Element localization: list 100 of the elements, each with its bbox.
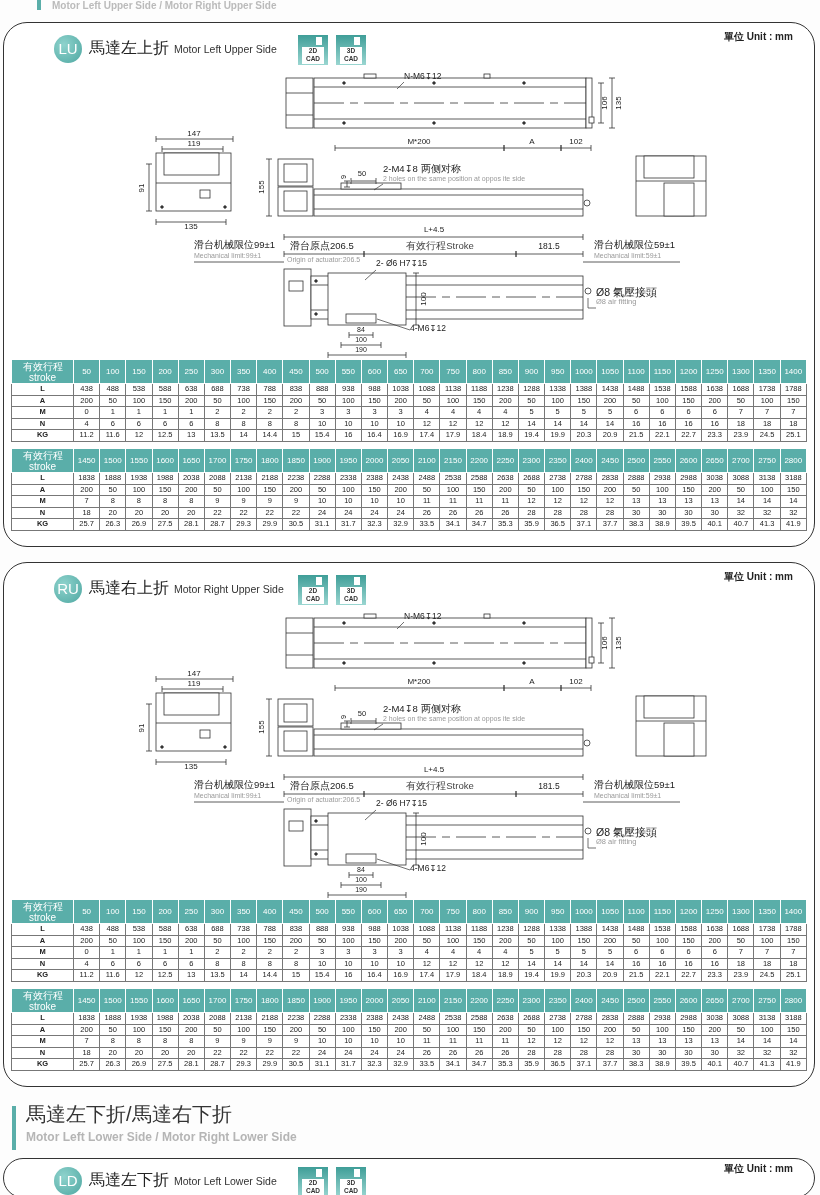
header-cell: 500 bbox=[309, 359, 336, 384]
header-cell: 700 bbox=[413, 359, 440, 384]
dimension-label: 有效行程Stroke bbox=[406, 241, 474, 252]
header-cell: 2650 bbox=[701, 988, 728, 1013]
header-cell: 1100 bbox=[623, 899, 650, 924]
header-cell: 1600 bbox=[152, 988, 179, 1013]
header-cell: 250 bbox=[178, 899, 205, 924]
dimension-label: 106 bbox=[600, 636, 610, 650]
header-cell: 200 bbox=[152, 359, 179, 384]
callout-note: 2-M4↧8 两侧对称 bbox=[383, 704, 462, 715]
header-cell: 2750 bbox=[753, 448, 781, 473]
header-cell: 1850 bbox=[282, 448, 310, 473]
dimension-label: 102 bbox=[569, 138, 583, 147]
panel-subtitle: Motor Left Lower Side bbox=[174, 1176, 277, 1188]
header-cell: 1550 bbox=[125, 988, 152, 1013]
leader-line bbox=[373, 183, 384, 191]
header-cell: 1350 bbox=[753, 899, 781, 924]
dimension-label: 135 bbox=[614, 636, 624, 650]
annotation-text: 滑台机械限位99±1 bbox=[194, 240, 276, 251]
callout-note: 2- Ø6 H7↧15 bbox=[376, 259, 428, 269]
header-cell: 2350 bbox=[544, 448, 571, 473]
header-cell: 950 bbox=[544, 899, 571, 924]
header-cell: 2050 bbox=[387, 448, 414, 473]
header-cell: 2300 bbox=[518, 988, 545, 1013]
callout-note: Ø8 氣壓接頭 bbox=[596, 286, 657, 298]
header-cell: 1650 bbox=[178, 448, 205, 473]
header-cell: 100 bbox=[99, 899, 126, 924]
header-cell: 1000 bbox=[570, 359, 597, 384]
header-cell: 2400 bbox=[570, 988, 597, 1013]
header-cell: 1950 bbox=[335, 448, 362, 473]
header-cell: 2750 bbox=[753, 988, 781, 1013]
header-cell: 1300 bbox=[727, 359, 754, 384]
dimension-label: L+4.5 bbox=[423, 766, 445, 775]
header-cell: 1050 bbox=[596, 899, 624, 924]
dimension-label: 135 bbox=[184, 763, 198, 772]
header-cell: 1700 bbox=[204, 448, 231, 473]
dimension-label: A bbox=[529, 138, 535, 147]
header-cell: 2250 bbox=[492, 988, 519, 1013]
panel-subtitle: Motor Left Upper Side bbox=[174, 44, 277, 56]
leader-line bbox=[587, 837, 597, 849]
header-cell: 1600 bbox=[152, 448, 179, 473]
header-cell: 1900 bbox=[309, 988, 336, 1013]
annotation-text: 滑台机械限位59±1 bbox=[594, 240, 676, 251]
header-cell: 1150 bbox=[649, 899, 676, 924]
section-subtitle: Motor Left Upper Side / Motor Right Upper Side bbox=[52, 0, 277, 11]
header-cell: 2800 bbox=[780, 448, 807, 473]
header-cell: 650 bbox=[387, 359, 414, 384]
header-cell: 750 bbox=[439, 359, 467, 384]
header-cell: 450 bbox=[282, 899, 310, 924]
header-cell: 2000 bbox=[361, 448, 388, 473]
header-cell: 2650 bbox=[701, 448, 728, 473]
header-cell: 200 bbox=[152, 899, 179, 924]
dimension-label: 滑台原点206.5 bbox=[290, 781, 354, 792]
dimension-label: 181.5 bbox=[538, 782, 560, 792]
header-cell: 2250 bbox=[492, 448, 519, 473]
dimension-label: 100 bbox=[419, 292, 429, 306]
leader-line bbox=[376, 318, 411, 331]
header-cell: 450 bbox=[282, 359, 310, 384]
header-cell: 1400 bbox=[780, 359, 807, 384]
header-cell: 100 bbox=[99, 359, 126, 384]
callout-note: 4-M6↧12 bbox=[410, 864, 446, 874]
section-subtitle: Motor Left Lower Side / Motor Right Lower Side bbox=[26, 1131, 297, 1145]
header-cell: 500 bbox=[309, 899, 336, 924]
header-cell: 1400 bbox=[780, 899, 807, 924]
header-cell: 1450 bbox=[73, 448, 100, 473]
dimension-label: 102 bbox=[569, 678, 583, 687]
unit-label: 單位 Unit : mm bbox=[724, 31, 793, 42]
dimension-label: 155 bbox=[257, 180, 267, 194]
panel-title: 馬達左上折 bbox=[89, 39, 169, 57]
leader-line bbox=[376, 858, 411, 871]
header-cell: 700 bbox=[413, 899, 440, 924]
header-cell: 2800 bbox=[780, 988, 807, 1013]
header-cell: 350 bbox=[230, 899, 257, 924]
header-cell: 1800 bbox=[256, 448, 283, 473]
header-cell: 2150 bbox=[439, 448, 467, 473]
header-cell: 2600 bbox=[675, 448, 702, 473]
header-cell: 1200 bbox=[675, 899, 702, 924]
section-title: 馬達左下折/馬達右下折 bbox=[26, 1103, 232, 1125]
header-cell: 600 bbox=[361, 899, 388, 924]
header-cell: 1250 bbox=[701, 359, 728, 384]
header-cell: 850 bbox=[492, 359, 519, 384]
header-cell: 2700 bbox=[727, 988, 754, 1013]
header-cell: 50 bbox=[73, 899, 100, 924]
unit-label: 單位 Unit : mm bbox=[724, 1163, 793, 1174]
header-cell: 有效行程 stroke bbox=[11, 448, 74, 473]
header-cell: 1200 bbox=[675, 359, 702, 384]
header-cell: 400 bbox=[256, 359, 283, 384]
callout-note: N-M6↧12 bbox=[404, 72, 442, 82]
header-cell: 2500 bbox=[623, 448, 650, 473]
header-cell: 600 bbox=[361, 359, 388, 384]
header-cell: 2450 bbox=[596, 988, 624, 1013]
leader-line bbox=[396, 81, 405, 90]
header-cell: 350 bbox=[230, 359, 257, 384]
header-cell: 2550 bbox=[649, 988, 676, 1013]
panel-frame bbox=[3, 22, 815, 547]
callout-note: Ø8 氣壓接頭 bbox=[596, 826, 657, 838]
dimension-label: 135 bbox=[614, 96, 624, 110]
circle-badge: RU bbox=[54, 575, 82, 603]
header-cell: 1650 bbox=[178, 988, 205, 1013]
leader-line bbox=[373, 723, 384, 731]
